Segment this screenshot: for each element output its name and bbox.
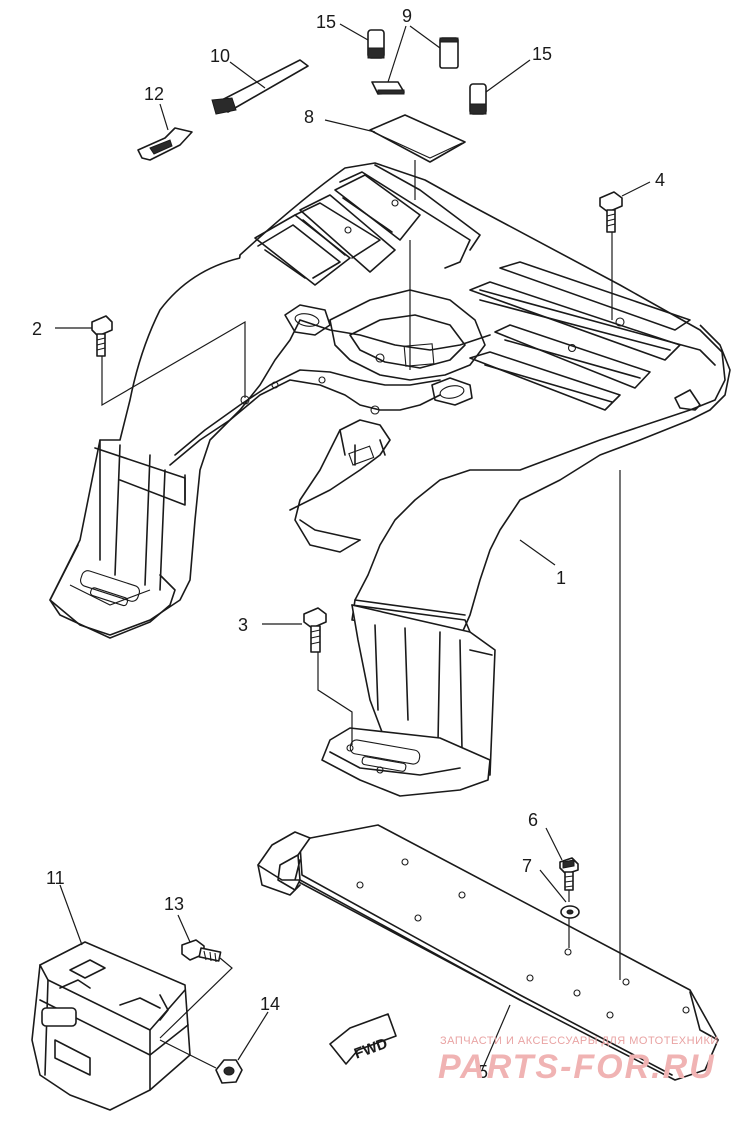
fwd-direction-arrow: FWD xyxy=(329,1013,397,1065)
callout-part-10: 10 xyxy=(210,46,230,66)
callout-leaders xyxy=(55,23,651,1071)
bolt-part-3 xyxy=(303,607,327,653)
callout-part-13: 13 xyxy=(164,894,184,914)
bolt-part-4 xyxy=(599,191,623,233)
callout-part-15b: 15 xyxy=(532,44,552,64)
callout-part-3: 3 xyxy=(238,615,248,635)
battery-box-part-11 xyxy=(31,941,191,1111)
callout-part-2: 2 xyxy=(32,319,42,339)
rear-fender-part-1 xyxy=(49,162,731,797)
callout-part-7: 7 xyxy=(522,856,532,876)
screw-part-6 xyxy=(559,857,579,891)
watermark-site: PARTS-FOR.RU xyxy=(438,1048,716,1086)
callout-labels: 1 2 3 4 5 6 7 8 9 10 11 12 13 14 15 15 xyxy=(32,6,665,1082)
callout-part-6: 6 xyxy=(528,810,538,830)
bolt-part-2 xyxy=(91,315,113,357)
cushions-part-15 xyxy=(367,29,487,115)
pads-part-9 xyxy=(371,37,459,95)
assembly-lines xyxy=(101,160,621,1069)
callout-part-14: 14 xyxy=(260,994,280,1014)
callout-part-4: 4 xyxy=(655,170,665,190)
washer-part-7 xyxy=(560,905,580,919)
bolt-part-13 xyxy=(181,939,222,963)
pad-part-8 xyxy=(369,114,466,163)
nut-part-14 xyxy=(215,1059,243,1084)
callout-part-5: 5 xyxy=(478,1062,488,1082)
callout-part-11: 11 xyxy=(46,868,65,888)
callout-part-15a: 15 xyxy=(316,12,336,32)
callout-part-1: 1 xyxy=(556,568,566,588)
bracket-part-12 xyxy=(137,127,193,161)
callout-part-8: 8 xyxy=(304,107,314,127)
undertray-part-5 xyxy=(257,824,719,1081)
watermark-tagline: ЗАПЧАСТИ И АКСЕССУАРЫ ДЛЯ МОТОТЕХНИКИ xyxy=(440,1035,719,1047)
callout-part-12: 12 xyxy=(144,84,164,104)
cable-band-part-10 xyxy=(211,59,309,115)
callout-part-9: 9 xyxy=(402,6,412,26)
